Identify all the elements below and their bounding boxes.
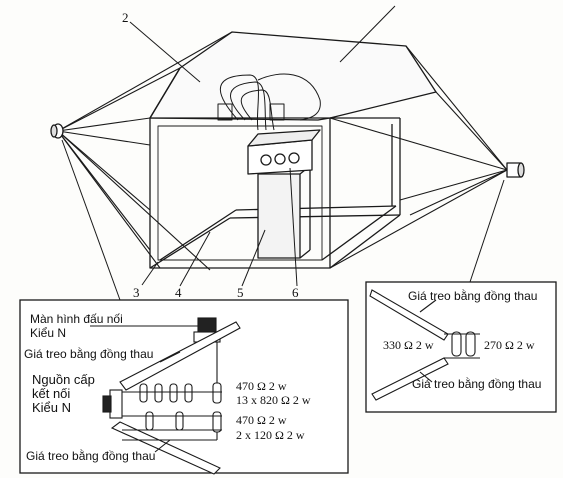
right-inset-drawing — [369, 289, 480, 401]
connector-block — [247, 129, 321, 175]
callout-5: 5 — [237, 285, 244, 300]
resistor-array-lower — [145, 411, 184, 431]
resistor-array-upper — [139, 383, 193, 403]
load-box — [257, 165, 311, 259]
left-source-label-line2: kết nối — [32, 386, 70, 401]
frame-box — [149, 117, 401, 269]
left-end-connector — [50, 123, 64, 139]
right-upper-brass-hanger — [369, 289, 449, 341]
callout-leaders — [61, 5, 505, 301]
upper-brass-hanger — [119, 321, 241, 391]
left-connector-screen-label: Màn hình đấu nối — [30, 312, 123, 326]
roof-wires — [217, 73, 321, 131]
left-inset-drawing — [90, 317, 241, 475]
callout-6: 6 — [292, 285, 299, 300]
left-res-b-value: 470 Ω 2 w — [236, 413, 287, 427]
callout-numbers: 2 3 4 5 6 — [122, 10, 299, 300]
callout-2: 2 — [122, 10, 129, 25]
top-plate-edge — [149, 67, 181, 119]
frame-front — [149, 117, 331, 269]
left-source-label-line1: Nguồn cấp — [32, 372, 95, 387]
resistor-270 — [465, 331, 476, 357]
left-inset: Màn hình đấu nối Kiểu N Giá treo bằng đồ… — [19, 299, 349, 475]
callout-3: 3 — [133, 285, 140, 300]
left-brass-hanger-bottom-label: Giá treo bằng đồng thau — [26, 448, 155, 463]
callout-4: 4 — [175, 285, 182, 300]
right-res-right-value: 270 Ω 2 w — [484, 338, 535, 352]
left-res-b-array: 2 x 120 Ω 2 w — [236, 428, 305, 442]
source-n-connector-icon — [102, 389, 123, 419]
right-end-connector — [506, 162, 525, 178]
resistor-330 — [451, 331, 462, 357]
left-connector-type-top-label: Kiểu N — [30, 326, 66, 340]
lower-brass-hanger — [110, 421, 221, 475]
right-wires — [329, 45, 508, 269]
right-inset: Giá treo bằng đồng thau 330 Ω 2 w 270 Ω … — [365, 281, 557, 413]
left-res-a-array: 13 x 820 Ω 2 w — [236, 393, 311, 407]
right-brass-hanger-top-label: Giá treo bằng đồng thau — [408, 288, 537, 303]
left-inset-frame — [19, 299, 349, 474]
left-source-type-label: Kiểu N — [32, 400, 71, 415]
main-structure — [50, 5, 525, 301]
left-wires — [57, 31, 233, 271]
right-lower-brass-hanger — [371, 357, 449, 401]
right-brass-hanger-bottom-label: Giá treo bằng đồng thau — [412, 376, 541, 391]
left-brass-hanger-top-label: Giá treo bằng đồng thau — [24, 346, 153, 361]
left-res-a-value: 470 Ω 2 w — [236, 379, 287, 393]
right-res-left-value: 330 Ω 2 w — [383, 338, 434, 352]
